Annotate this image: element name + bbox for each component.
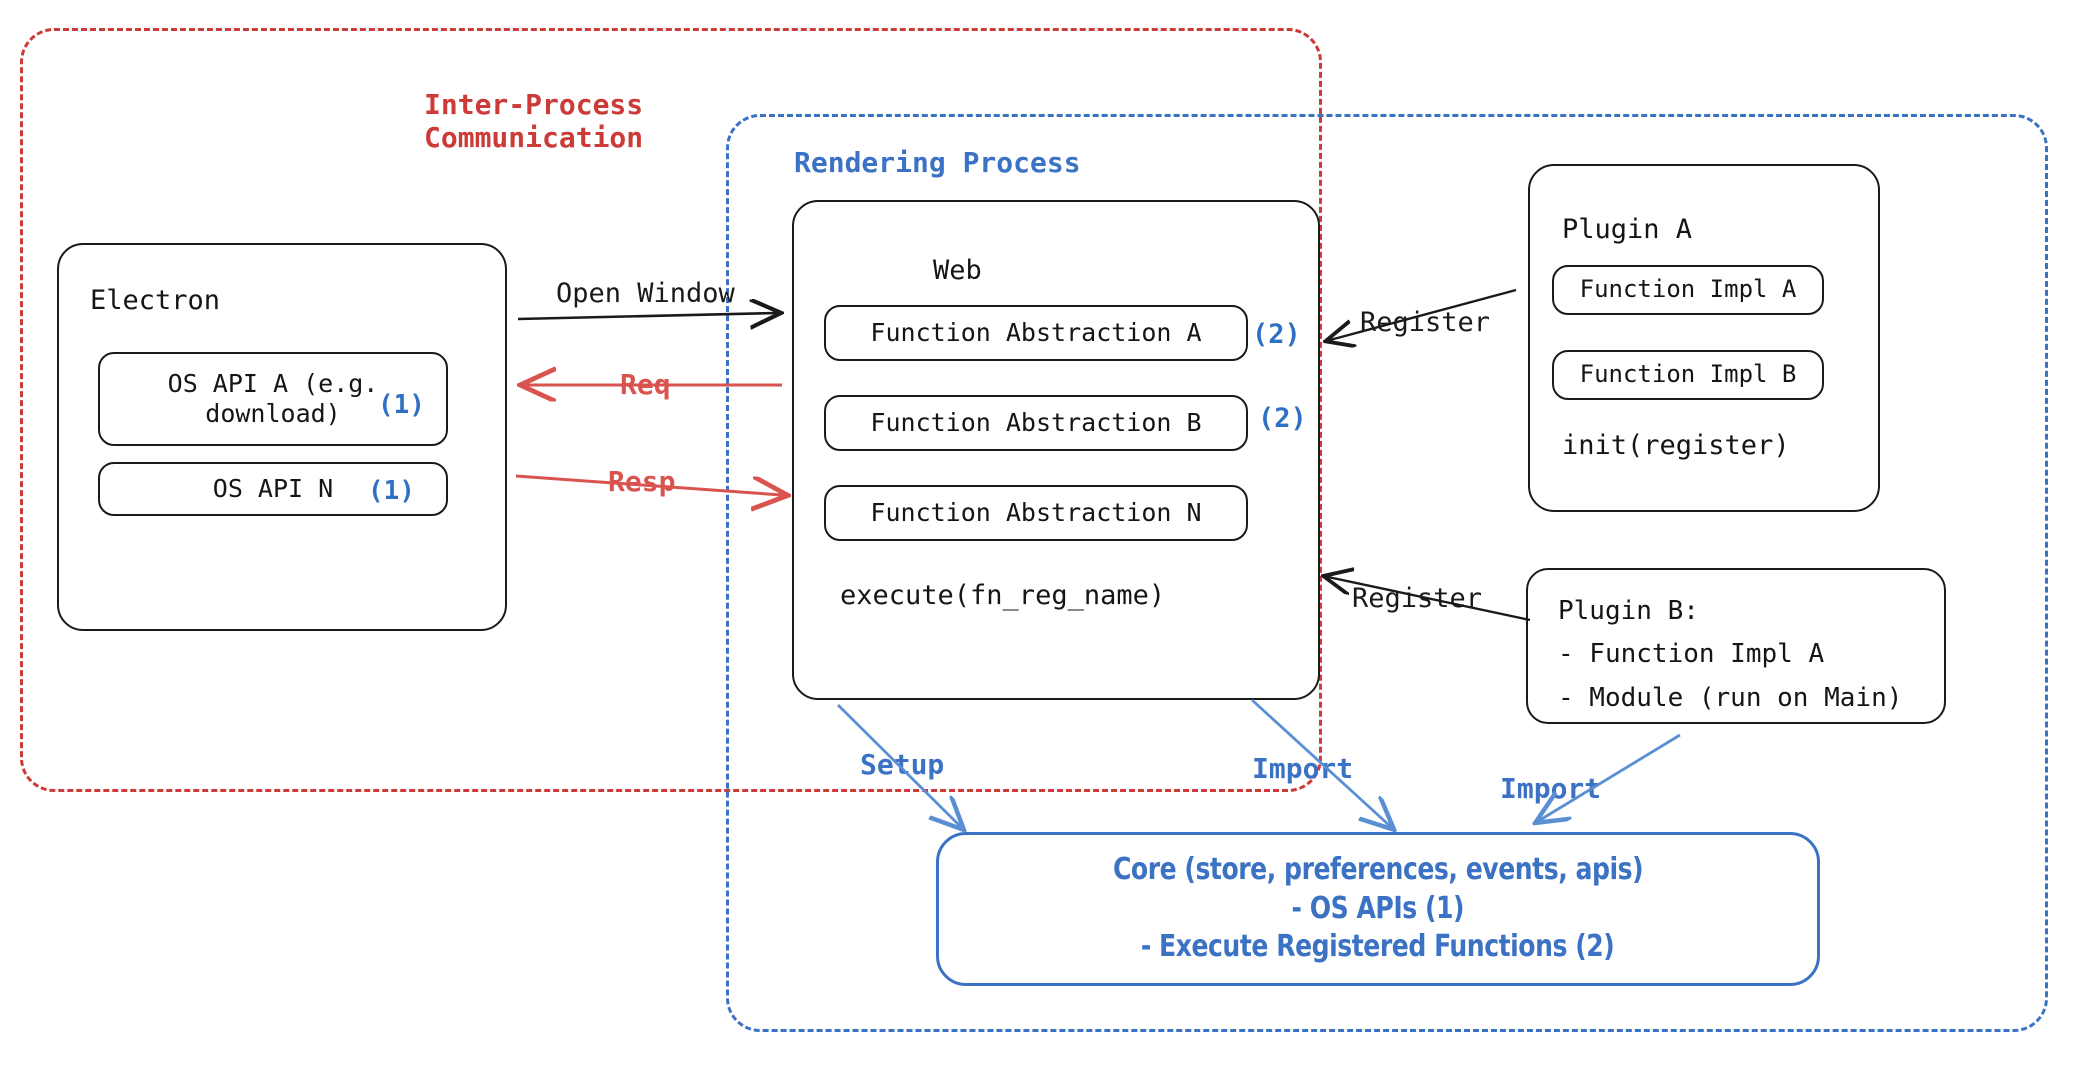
core-line-os-apis: - OS APIs (1) xyxy=(1291,890,1465,926)
electron-title: Electron xyxy=(90,285,221,316)
arrow-label-req: Req xyxy=(620,368,671,401)
plugin-a-init-footer: init(register) xyxy=(1562,430,1790,461)
web-item-function-abstraction-b-label: Function Abstraction B xyxy=(870,407,1202,437)
plugin-a-title: Plugin A xyxy=(1562,214,1693,245)
arrow-label-resp: Resp xyxy=(608,465,676,498)
web-execute-footer: execute(fn_reg_name) xyxy=(840,580,1166,611)
rendering-process-label: Rendering Process xyxy=(794,146,1081,179)
electron-item-os-api-a-badge: (1) xyxy=(378,390,425,420)
electron-item-os-api-n-label: OS API N xyxy=(212,473,334,503)
core-line-main: Core (store, preferences, events, apis) xyxy=(1112,852,1644,888)
plugin-b-line-module: - Module (run on Main) xyxy=(1558,683,1903,713)
web-item-function-abstraction-b-badge: (2) xyxy=(1258,403,1307,434)
web-item-function-abstraction-a-badge: (2) xyxy=(1252,319,1301,350)
plugin-b-box[interactable] xyxy=(1526,568,1946,724)
ipc-boundary-label: Inter-Process Communication xyxy=(424,88,644,155)
ipc-boundary xyxy=(20,28,1322,792)
rendering-process-boundary xyxy=(726,114,2048,1032)
plugin-a-item-function-impl-b[interactable]: Function Impl B xyxy=(1552,350,1824,400)
arrow-label-open-window: Open Window xyxy=(556,278,735,309)
arrow-label-setup: Setup xyxy=(860,748,945,781)
electron-item-os-api-a[interactable]: OS API A (e.g. download) xyxy=(98,352,448,446)
arrow-label-register-plugin-a: Register xyxy=(1360,307,1491,338)
plugin-a-box[interactable] xyxy=(1528,164,1880,512)
web-item-function-abstraction-a[interactable]: Function Abstraction A xyxy=(824,305,1248,361)
plugin-b-line-function-impl-a: - Function Impl A xyxy=(1558,639,1825,669)
web-item-function-abstraction-a-label: Function Abstraction A xyxy=(870,317,1202,347)
arrow-label-import-web: Import xyxy=(1252,752,1354,785)
plugin-a-item-function-impl-b-label: Function Impl B xyxy=(1579,360,1797,389)
web-item-function-abstraction-b[interactable]: Function Abstraction B xyxy=(824,395,1248,451)
arrow-label-register-plugin-b: Register xyxy=(1352,583,1483,614)
plugin-b-title: Plugin B: xyxy=(1558,596,1699,626)
core-box[interactable]: Core (store, preferences, events, apis) … xyxy=(936,832,1820,986)
arrow-label-import-plugin-b: Import xyxy=(1500,772,1602,805)
web-item-function-abstraction-n[interactable]: Function Abstraction N xyxy=(824,485,1248,541)
electron-item-os-api-n-badge: (1) xyxy=(368,476,415,506)
electron-item-os-api-a-label: OS API A (e.g. download) xyxy=(167,368,379,429)
plugin-a-item-function-impl-a[interactable]: Function Impl A xyxy=(1552,265,1824,315)
electron-item-os-api-n[interactable]: OS API N xyxy=(98,462,448,516)
core-line-execute: - Execute Registered Functions (2) xyxy=(1141,929,1615,965)
web-item-function-abstraction-n-label: Function Abstraction N xyxy=(870,497,1202,527)
plugin-a-item-function-impl-a-label: Function Impl A xyxy=(1579,275,1797,304)
web-title: Web xyxy=(933,255,982,286)
